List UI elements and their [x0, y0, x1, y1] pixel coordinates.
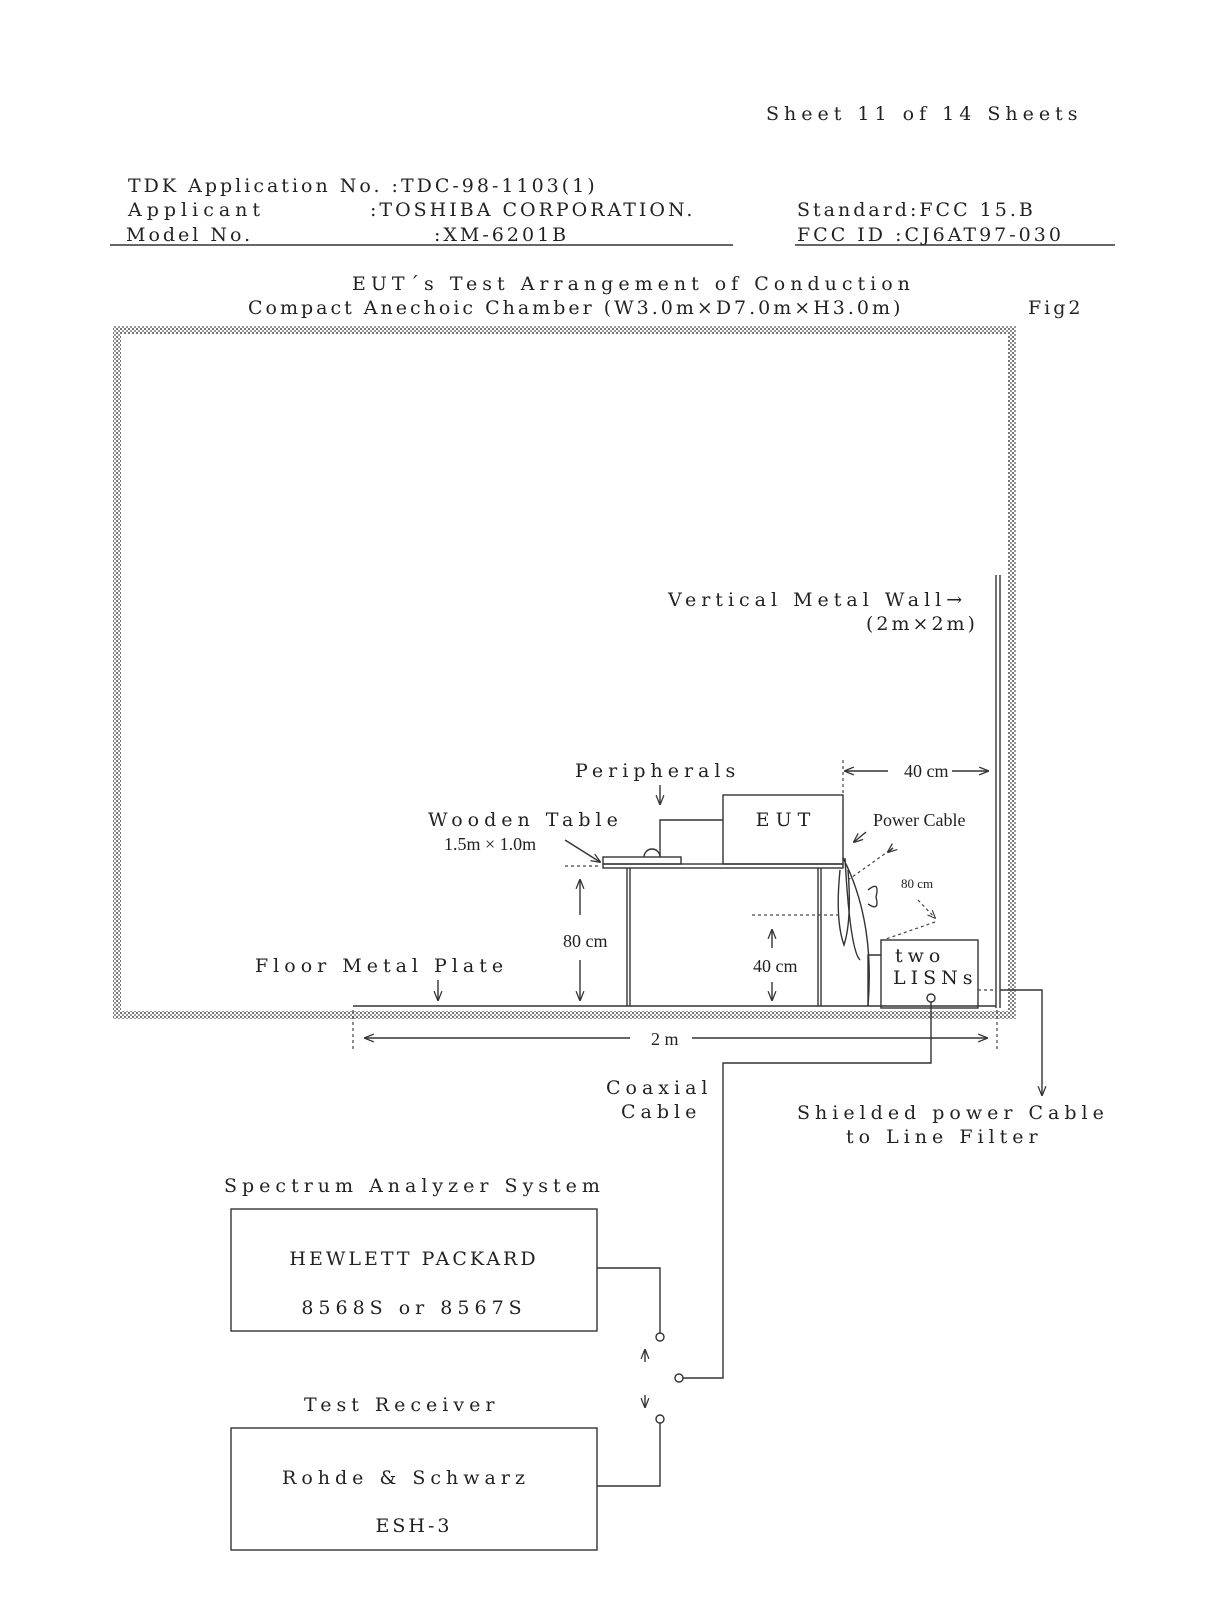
test-receiver-maker: Rohde & Schwarz — [282, 1467, 530, 1489]
table-size-label: 1.5m × 1.0m — [444, 834, 536, 854]
spectrum-analyzer-model: 8568S or 8567S — [301, 1297, 526, 1319]
lisn-label-line1: two — [895, 945, 945, 967]
peripherals-label: Peripherals — [575, 760, 740, 782]
switch-contact-receiver — [655, 1414, 665, 1424]
distance-eut-wall: 40 cm — [904, 761, 949, 781]
lisn-connector — [926, 993, 936, 1003]
figure-label: Fig2 — [1028, 297, 1084, 319]
distance-2m: 2 m — [651, 1029, 679, 1049]
lisn-label-line2: LISNs — [893, 967, 978, 989]
switch-contact-analyzer — [655, 1332, 665, 1342]
test-receiver-model: ESH-3 — [376, 1515, 453, 1537]
coaxial-cable — [683, 1002, 932, 1379]
spectrum-analyzer-maker: HEWLETT PACKARD — [289, 1248, 538, 1270]
power-cable-label: Power Cable — [873, 810, 965, 830]
sheet-number: Sheet 11 of 14 Sheets — [766, 103, 1083, 125]
spectrum-analyzer-box — [230, 1208, 598, 1332]
model-label: Model No. — [126, 224, 253, 246]
application-number: TDK Application No. :TDC-98-1103(1) — [128, 175, 598, 197]
shielded-cable-label: Shielded power Cable — [797, 1102, 1109, 1124]
applicant-value: :TOSHIBA CORPORATION. — [370, 199, 695, 221]
standard: Standard:FCC 15.B — [797, 199, 1036, 221]
shielded-cable-label-2: to Line Filter — [846, 1126, 1043, 1148]
wooden-table-label: Wooden Table — [428, 809, 623, 831]
peripherals-device — [602, 856, 682, 865]
coaxial-label-2: Cable — [621, 1101, 701, 1123]
table-height-80: 80 cm — [563, 931, 608, 951]
vertical-wall-label: Vertical Metal Wall→ — [667, 589, 967, 611]
spectrum-analyzer-title: Spectrum Analyzer System — [224, 1175, 605, 1197]
test-receiver-title: Test Receiver — [304, 1394, 499, 1416]
lisn-box — [880, 939, 979, 1009]
vertical-wall-size: (2m×2m) — [866, 613, 978, 635]
diagram-subtitle: Compact Anechoic Chamber (W3.0m×D7.0m×H3… — [248, 297, 903, 319]
shielded-power-cable — [1000, 989, 1042, 1095]
fcc-id: FCC ID :CJ6AT97-030 — [797, 224, 1064, 246]
diagram-title: EUT´s Test Arrangement of Conduction — [352, 273, 915, 295]
floor-plate-label: Floor Metal Plate — [255, 955, 508, 977]
applicant-label: Applicant — [127, 199, 265, 221]
cable-height-40: 40 cm — [753, 956, 798, 976]
anechoic-chamber-wall — [113, 326, 1016, 1019]
test-receiver-box — [230, 1427, 598, 1551]
distance-cable-80: 80 cm — [901, 876, 933, 891]
coaxial-label: Coaxial — [606, 1077, 713, 1099]
power-cable — [842, 857, 870, 1007]
eut-label: E U T — [756, 809, 811, 831]
model-value: :XM-6201B — [434, 224, 569, 246]
eut-box — [722, 794, 844, 865]
